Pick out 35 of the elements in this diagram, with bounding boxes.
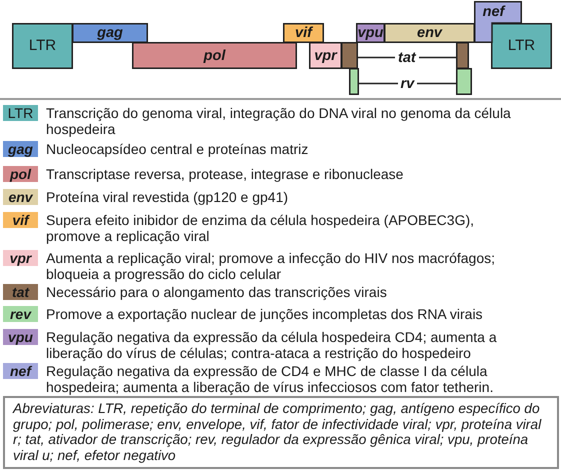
gene-segment: vif (283, 23, 324, 43)
gene-segment: vpr (309, 42, 342, 69)
gene-key: LTR (3, 105, 38, 121)
legend-text: Transcriptase reversa, protease, integrase e ribonuclease (46, 166, 404, 182)
legend-text: Proteína viral revestida (gp120 e gp41) (46, 189, 290, 205)
legend-text: Regulação negativa da expressão de CD4 e MHC de classe I da célula hospedeira; aumenta a liberação de vírus infecciosos com fator tetherin. (46, 363, 494, 395)
exon-block (456, 68, 472, 95)
legend-text: Nucleocapsídeo central e proteínas matriz (46, 141, 310, 157)
gene-segment: LTR (491, 23, 552, 69)
gene-segment: vpu (356, 23, 385, 43)
exon-block (341, 42, 358, 69)
gene-key: vpr (3, 250, 38, 266)
gene-key: nef (3, 363, 38, 379)
gene-key: pol (3, 166, 38, 182)
gene-key: vif (3, 212, 38, 228)
splice-line (359, 82, 456, 84)
gene-key: env (3, 189, 38, 205)
gene-segment: LTR (12, 23, 73, 69)
gene-segment: pol (132, 42, 297, 69)
gene-segment: env (384, 23, 475, 43)
gene-segment: gag (72, 23, 148, 43)
legend-text: Transcrição do genoma viral, integração do DNA viral no genoma da célula hospedeira (46, 105, 512, 137)
legend-text: Aumenta a replicação viral; promove a infecção do HIV nos macrófagos; bloqueia a progressão do ciclo celular (46, 250, 496, 282)
gene-key: gag (3, 141, 38, 157)
exon-block (456, 42, 469, 69)
edge-label: tat (395, 50, 419, 66)
abbreviations-note: Abreviaturas: LTR, repetição do terminal de comprimento; gag, antígeno específico do grupo; pol, polimerase; env, envelope, vif, fator de infectividade viral; vpr, proteína viral r; tat, ativador de transcrição; rev, regulador da expressão gênica viral; vpu, proteína viral u; nef, efetor negativo (3, 396, 559, 469)
gene-key: vpu (3, 329, 38, 345)
legend-text: Necessário para o alongamento das transcrições virais (46, 284, 388, 300)
legend-text: Regulação negativa da expressão da célula hospedeira CD4; aumenta a liberação do vírus de células; contra-ataca a restrição do hospedeiro (46, 329, 498, 361)
exon-block (349, 68, 359, 95)
legend-text: Promove a exportação nuclear de junções incompletas dos RNA virais (46, 306, 484, 322)
gene-key: tat (3, 284, 38, 300)
legend-text: Supera efeito inibidor de enzima da célula hospedeira (APOBEC3G), promove a replicação viral (46, 212, 476, 244)
gene-key: rev (3, 306, 38, 322)
